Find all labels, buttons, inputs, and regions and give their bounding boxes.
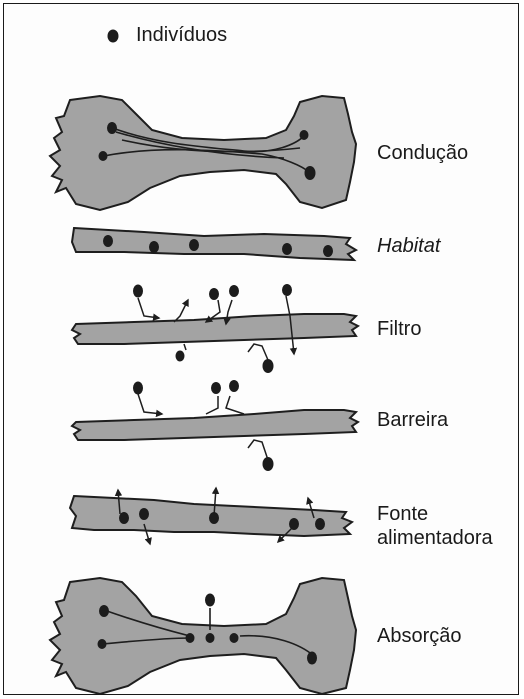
individual-dot	[230, 633, 239, 643]
label-habitat: Habitat	[377, 234, 440, 258]
individual-dot	[205, 594, 215, 607]
corridor-absorcao	[50, 578, 356, 694]
individual-dot	[282, 243, 292, 255]
individual-dot	[119, 512, 129, 524]
individual-dot	[263, 457, 274, 471]
individual-dot	[149, 241, 159, 253]
individual-dot	[139, 508, 149, 520]
corridor-barreira	[72, 380, 358, 471]
individual-dot	[103, 235, 113, 247]
individual-dot	[315, 518, 325, 530]
patch-shape	[50, 96, 356, 210]
individual-dot	[289, 518, 299, 530]
label-filtro: Filtro	[377, 317, 421, 341]
corridor-fonte	[70, 488, 352, 544]
individual-dot	[307, 652, 317, 665]
individual-dot	[99, 151, 108, 161]
figure-frame: Indivíduos	[3, 3, 519, 695]
corridor-conducao	[50, 96, 356, 210]
corridor-filtro	[72, 284, 358, 373]
label-absorcao: Absorção	[377, 624, 462, 648]
individual-dot	[229, 380, 239, 392]
individual-dot	[209, 512, 219, 524]
individual-dot	[133, 382, 143, 395]
individual-dot	[263, 359, 274, 373]
individual-dot	[98, 639, 107, 649]
individual-dot	[107, 122, 117, 134]
individual-dot	[305, 166, 316, 180]
corridor-habitat	[72, 228, 356, 260]
individual-dot	[99, 605, 109, 617]
individual-dot	[186, 633, 195, 643]
label-fonte-line1: Fonte	[377, 502, 428, 526]
individual-dot	[176, 351, 185, 362]
label-fonte-line2: alimentadora	[377, 526, 493, 550]
individual-dot	[211, 382, 221, 394]
individual-dot	[300, 130, 309, 140]
patch-shape	[72, 228, 356, 260]
patch-shape	[72, 314, 358, 344]
label-conducao: Condução	[377, 141, 468, 165]
individual-dot	[206, 633, 215, 643]
individual-dot	[323, 245, 333, 257]
individual-dot	[209, 288, 219, 300]
label-barreira: Barreira	[377, 408, 448, 432]
diagram-canvas	[4, 4, 520, 696]
individual-dot	[189, 239, 199, 251]
patch-shape	[50, 578, 356, 694]
patch-shape	[72, 410, 358, 440]
individual-dot	[229, 285, 239, 297]
individual-dot	[133, 285, 143, 298]
individual-dot	[282, 284, 292, 296]
